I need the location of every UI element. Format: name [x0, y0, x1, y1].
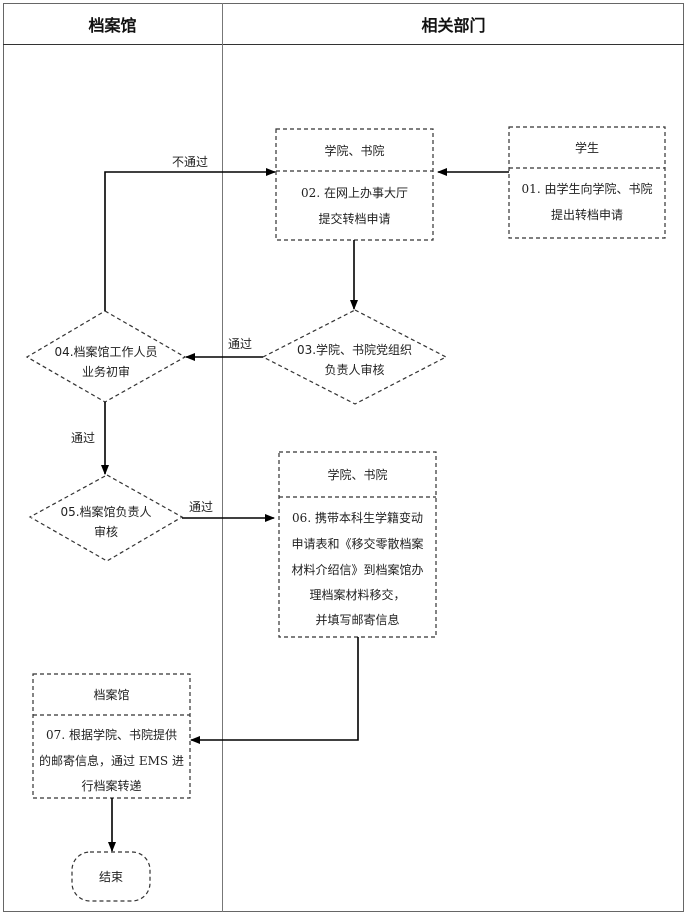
node-02-text-line-2: 提交转档申请: [318, 212, 391, 226]
node-04-text-line-2: 业务初审: [81, 365, 130, 379]
edge-label-pass-04-05: 通过: [71, 431, 96, 445]
edge-label-reject: 不通过: [172, 155, 209, 169]
node-07-text-line-1: 07. 根据学院、书院提供: [46, 728, 177, 742]
node-06-text-line-2: 申请表和《移交零散档案: [291, 537, 424, 551]
node-01-box: [508, 126, 666, 239]
node-06-text-line-3: 材料介绍信》到档案馆办: [291, 563, 424, 577]
node-01-text-line-1: 01. 由学生向学院、书院: [521, 182, 653, 196]
node-07-owner: 档案馆: [93, 688, 130, 702]
lane-divider: [222, 3, 223, 912]
node-02-owner: 学院、书院: [324, 144, 385, 158]
swimlane-frame: [3, 3, 684, 912]
end-label: 结束: [98, 870, 123, 884]
node-03-text-line-2: 负责人审核: [324, 363, 385, 377]
node-05-text-line-1: 05.档案馆负责人: [60, 505, 152, 519]
lane-header-departments: 相关部门: [421, 16, 486, 35]
node-06-owner: 学院、书院: [327, 468, 388, 482]
node-01-owner: 学生: [574, 141, 599, 155]
node-06-text-line-4: 理档案材料移交，: [309, 588, 406, 602]
edge-label-pass-05-06: 通过: [189, 500, 214, 514]
node-04-text-line-1: 04.档案馆工作人员: [54, 345, 158, 359]
node-05-diamond: [28, 474, 184, 562]
node-03-diamond: [261, 309, 448, 405]
node-07-text-line-2: 的邮寄信息，通过 EMS 进: [39, 754, 184, 768]
end-terminator: [71, 851, 151, 902]
node-06-text-line-1: 06. 携带本科生学籍变动: [292, 511, 423, 525]
edge-label-pass-03-04: 通过: [228, 337, 253, 351]
node-01-text-line-2: 提出转档申请: [550, 208, 623, 222]
lane-header-archives: 档案馆: [88, 16, 137, 35]
node-06-text-line-5: 并填写邮寄信息: [315, 613, 400, 627]
header-divider: [3, 44, 684, 45]
node-02-text-line-1: 02. 在网上办事大厅: [301, 186, 408, 200]
edge-04-to-02-reject: [104, 168, 276, 311]
node-07-text-line-3: 行档案转递: [81, 779, 142, 793]
node-03-text-line-1: 03.学院、书院党组织: [296, 343, 413, 357]
edge-06-to-07: [190, 637, 359, 744]
node-05-text-line-2: 审核: [93, 525, 118, 539]
